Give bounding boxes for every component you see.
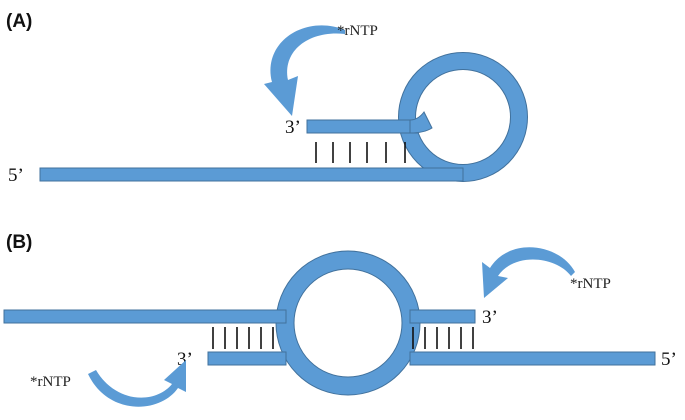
panel-a-loop-connector <box>409 111 433 134</box>
panel-a-template-5prime-label: 5’ <box>8 165 24 186</box>
panel-b-right-5prime-label: 5’ <box>661 349 677 370</box>
panel-b-upper-primer-strand <box>409 309 476 324</box>
panel-b-right-base-pairs <box>412 327 474 349</box>
panel-b: (B) <box>3 232 677 407</box>
panel-a-base-pairs <box>315 142 406 163</box>
panel-b-lower-rntp-label: *rNTP <box>30 374 71 390</box>
panel-a-rntp-label: *rNTP <box>337 23 378 39</box>
panel-b-upper-3prime-label: 3’ <box>482 307 498 328</box>
panel-b-bubble-ring <box>275 250 421 396</box>
panel-b-lower-curved-arrow-icon <box>88 360 186 407</box>
panel-a-hairpin-loop <box>398 52 528 182</box>
panel-b-left-strand <box>3 309 287 324</box>
panel-b-upper-rntp-label: *rNTP <box>570 276 611 292</box>
panel-b-right-strand <box>409 351 656 366</box>
panel-a-primer-3prime-label: 3’ <box>285 117 301 138</box>
panel-a-template-strand <box>39 167 464 182</box>
panel-b-left-base-pairs <box>212 327 274 349</box>
panel-a-label: (A) <box>6 11 32 32</box>
panel-b-upper-curved-arrow-icon <box>482 247 575 298</box>
panel-a-primer-strand <box>306 119 419 134</box>
panel-b-lower-primer-strand <box>207 351 287 366</box>
panel-a-curved-arrow-icon <box>264 25 345 116</box>
panel-b-label: (B) <box>6 232 32 253</box>
panel-a: (A) 3’ 5’ *rNTP <box>6 11 528 186</box>
